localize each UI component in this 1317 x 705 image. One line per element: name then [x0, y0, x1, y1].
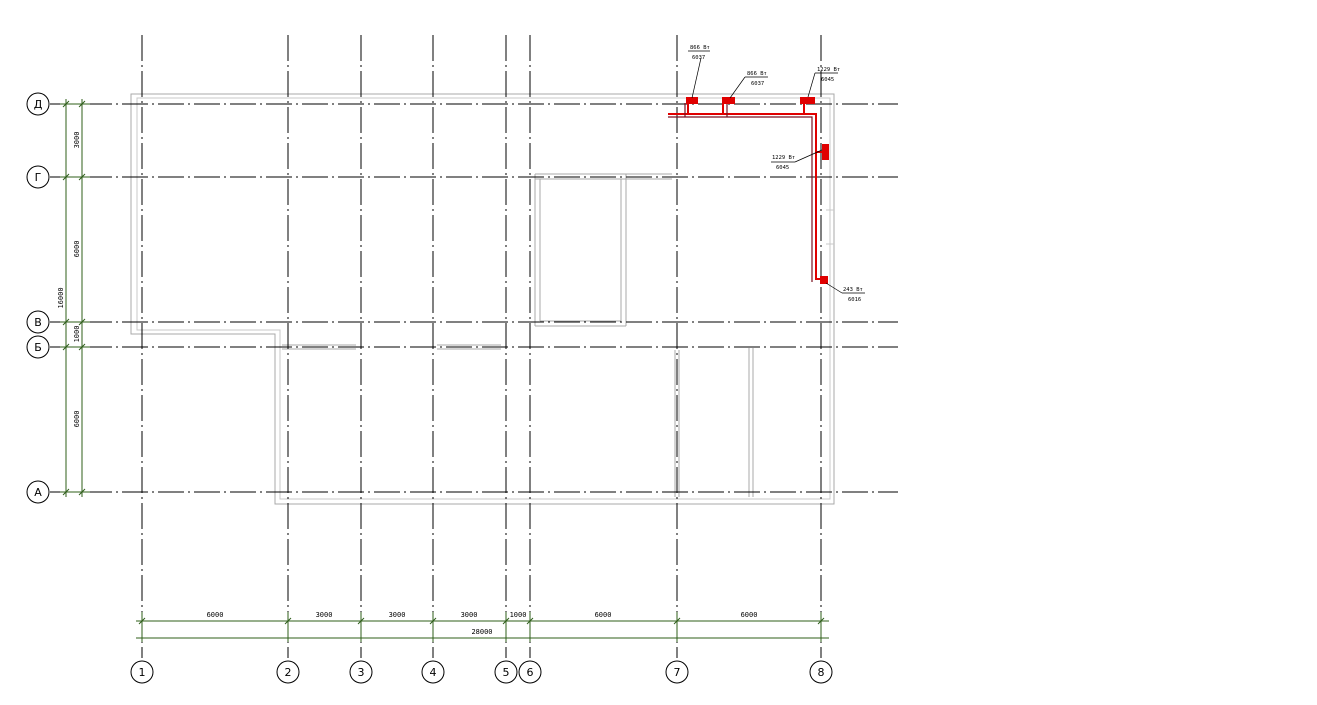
dim-h-1: 6000 [207, 611, 224, 619]
dim-v-4: 6000 [73, 411, 81, 428]
radiator-5-code: 6016 [848, 297, 861, 303]
row-label: А [34, 486, 42, 499]
radiator-1-code: 6037 [692, 55, 705, 61]
radiator-4 [822, 144, 829, 160]
radiator-2 [722, 97, 735, 104]
dim-h-5: 1000 [510, 611, 527, 619]
dim-h-3: 3000 [389, 611, 406, 619]
radiator-5-power: 243 Вт [843, 287, 863, 293]
heating-pipes [668, 100, 825, 282]
row-bubble [26, 92, 50, 116]
radiator-tags: 866 Вт 6037 866 Вт 6037 1229 Вт 6045 122… [688, 45, 865, 303]
column-bubble [665, 660, 689, 684]
column-label: 7 [674, 666, 681, 679]
building-walls [130, 93, 835, 505]
row-label: Г [35, 171, 42, 184]
dimension-chains: 6000 3000 3000 3000 1000 6000 6000 28000… [57, 99, 829, 642]
column-label: 8 [818, 666, 825, 679]
radiator-5 [820, 276, 828, 284]
radiator-3-power: 1229 Вт [817, 67, 840, 73]
column-label: 6 [527, 666, 534, 679]
dim-h-4: 3000 [461, 611, 478, 619]
column-label: 3 [358, 666, 365, 679]
row-bubble [26, 165, 50, 189]
dim-h-7: 6000 [741, 611, 758, 619]
radiator-2-power: 866 Вт [747, 71, 767, 77]
radiators [686, 97, 829, 284]
grid-axis-lines [50, 35, 898, 658]
dim-v-3: 1000 [73, 326, 81, 343]
radiator-4-power: 1229 Вт [772, 155, 795, 161]
column-label: 1 [139, 666, 146, 679]
row-label: В [34, 316, 42, 329]
column-label: 5 [503, 666, 510, 679]
row-label: Д [34, 98, 43, 111]
dim-v-total: 16000 [57, 287, 65, 308]
column-bubble [130, 660, 154, 684]
radiator-4-code: 6045 [776, 165, 789, 171]
row-bubble [26, 310, 50, 334]
dim-h-2: 3000 [316, 611, 333, 619]
radiator-2-code: 6037 [751, 81, 764, 87]
radiator-3 [800, 97, 815, 104]
column-label: 4 [430, 666, 437, 679]
column-bubble [809, 660, 833, 684]
row-label: Б [34, 341, 42, 354]
radiator-1 [686, 97, 698, 104]
dim-h-6: 6000 [595, 611, 612, 619]
column-bubble [349, 660, 373, 684]
axis-bubbles: 1 2 3 4 5 6 7 8 Д Г ВБ А [26, 92, 833, 684]
radiator-1-power: 866 Вт [690, 45, 710, 51]
column-bubble [421, 660, 445, 684]
column-bubble [494, 660, 518, 684]
row-bubble [26, 335, 50, 359]
column-bubble [276, 660, 300, 684]
dim-h-total: 28000 [471, 628, 492, 636]
column-bubble [518, 660, 542, 684]
dim-v-1: 3000 [73, 132, 81, 149]
dim-v-2: 6000 [73, 241, 81, 258]
radiator-3-code: 6045 [821, 77, 834, 83]
column-label: 2 [285, 666, 292, 679]
row-bubble [26, 480, 50, 504]
